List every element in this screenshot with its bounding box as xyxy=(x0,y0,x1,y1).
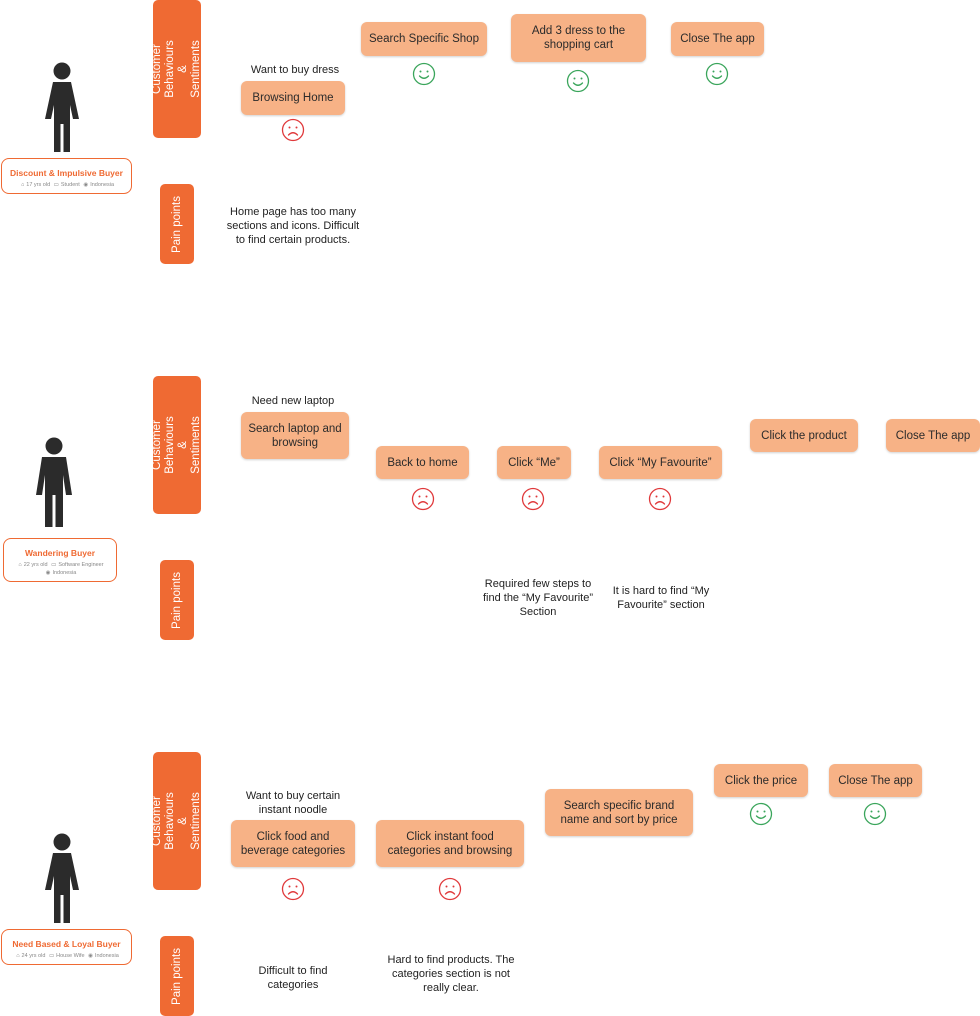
pain-point-note: Difficult to find categories xyxy=(258,965,328,991)
journey-step: Search laptop and browsing xyxy=(241,412,349,459)
intent-note: Want to buy certain instant noodle xyxy=(245,790,341,816)
persona-age: 22 yrs old xyxy=(23,562,48,568)
persona-job: House Wife xyxy=(56,953,85,959)
journey-step: Click “My Favourite” xyxy=(599,446,722,479)
journey-step: Close The app xyxy=(886,419,980,452)
persona-name: Wandering Buyer xyxy=(24,548,96,558)
age-icon: ⌂ xyxy=(18,562,22,568)
journey-step: Close The app xyxy=(671,22,764,56)
persona-job: Software Engineer xyxy=(58,562,104,568)
persona-location: Indonesia xyxy=(94,953,119,959)
intent-note: Want to buy dress xyxy=(250,64,340,76)
persona-name: Discount & Impulsive Buyer xyxy=(10,168,123,178)
journey-step: Search specific brand name and sort by p… xyxy=(545,789,693,836)
intent-note: Need new laptop xyxy=(251,395,335,407)
persona-meta: ⌂17 yrs old ▭Student ◉Indonesia xyxy=(2,181,131,189)
persona-name: Need Based & Loyal Buyer xyxy=(12,939,121,949)
behaviours-label-text: Customer Behaviours & Sentiments xyxy=(151,416,202,474)
persona-card: Need Based & Loyal Buyer ⌂24 yrs old ▭Ho… xyxy=(1,929,132,965)
journey-step: Click food and beverage categories xyxy=(231,820,355,867)
happy-face-icon xyxy=(863,802,887,826)
sad-face-icon xyxy=(648,487,672,511)
sad-face-icon xyxy=(438,877,462,901)
location-icon: ◉ xyxy=(88,953,93,959)
location-icon: ◉ xyxy=(45,570,51,576)
journey-step: Back to home xyxy=(376,446,469,479)
persona-location: Indonesia xyxy=(52,570,77,576)
sad-face-icon xyxy=(411,487,435,511)
journey-step: Click “Me” xyxy=(497,446,571,479)
behaviours-label: Customer Behaviours & Sentiments xyxy=(151,752,202,890)
pain-points-label: Pain points xyxy=(160,560,194,640)
persona-meta: ⌂22 yrs old ▭Software Engineer ◉Indonesi… xyxy=(4,561,116,577)
journey-step: Search Specific Shop xyxy=(361,22,487,56)
persona-job: Student xyxy=(60,182,80,188)
pain-points-label-text: Pain points xyxy=(170,947,183,1005)
behaviours-label-text: Customer Behaviours & Sentiments xyxy=(151,40,202,98)
pain-points-label: Pain points xyxy=(160,936,194,1016)
woman-icon xyxy=(42,62,82,152)
happy-face-icon xyxy=(566,69,590,93)
briefcase-icon: ▭ xyxy=(51,562,57,568)
briefcase-icon: ▭ xyxy=(48,953,55,959)
persona-location: Indonesia xyxy=(90,182,115,188)
pain-points-label-text: Pain points xyxy=(170,571,183,629)
journey-step: Close The app xyxy=(829,764,922,797)
pain-point-note: Required few steps to find the “My Favou… xyxy=(482,578,594,618)
location-icon: ◉ xyxy=(83,182,89,188)
sad-face-icon xyxy=(281,877,305,901)
happy-face-icon xyxy=(412,62,436,86)
age-icon: ⌂ xyxy=(20,182,25,188)
persona-card: Wandering Buyer ⌂22 yrs old ▭Software En… xyxy=(3,538,117,582)
journey-step: Click the product xyxy=(750,419,858,452)
pain-point-note: Hard to find products. The categories se… xyxy=(387,954,515,994)
behaviours-label: Customer Behaviours & Sentiments xyxy=(151,376,202,514)
sad-face-icon xyxy=(281,118,305,142)
woman-icon xyxy=(42,833,82,923)
persona-age: 24 yrs old xyxy=(21,953,46,959)
journey-step: Add 3 dress to the shopping cart xyxy=(511,14,646,62)
pain-points-label-text: Pain points xyxy=(170,195,183,253)
man-icon xyxy=(34,437,74,527)
briefcase-icon: ▭ xyxy=(53,182,59,188)
journey-step: Browsing Home xyxy=(241,81,345,115)
behaviours-label: Customer Behaviours & Sentiments xyxy=(151,0,202,138)
journey-step: Click instant food categories and browsi… xyxy=(376,820,524,867)
pain-points-label: Pain points xyxy=(160,184,194,264)
pain-point-note: Home page has too many sections and icon… xyxy=(226,206,360,246)
sad-face-icon xyxy=(521,487,545,511)
journey-step: Click the price xyxy=(714,764,808,797)
behaviours-label-text: Customer Behaviours & Sentiments xyxy=(151,792,202,850)
age-icon: ⌂ xyxy=(16,953,20,959)
happy-face-icon xyxy=(705,62,729,86)
persona-card: Discount & Impulsive Buyer ⌂17 yrs old ▭… xyxy=(1,158,132,194)
happy-face-icon xyxy=(749,802,773,826)
persona-meta: ⌂24 yrs old ▭House Wife ◉Indonesia xyxy=(2,952,131,960)
persona-age: 17 yrs old xyxy=(26,182,51,188)
pain-point-note: It is hard to find “My Favourite” sectio… xyxy=(612,585,710,611)
